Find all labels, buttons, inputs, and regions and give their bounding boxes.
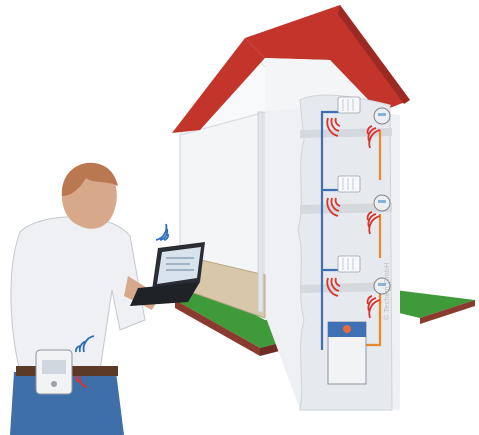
laptop-icon <box>130 242 205 306</box>
house <box>172 5 410 411</box>
copyright-watermark: © Techem GmbH <box>384 262 391 320</box>
radiator-icon <box>337 96 361 273</box>
radio-signal-icon <box>326 117 381 319</box>
radio-signal-icon <box>75 335 95 353</box>
radio-signal-icon <box>155 223 169 241</box>
boiler-icon <box>327 321 367 385</box>
data-collector-icon <box>35 349 73 395</box>
heat-meter-icon <box>373 107 391 295</box>
radio-signal-icon <box>75 375 88 388</box>
